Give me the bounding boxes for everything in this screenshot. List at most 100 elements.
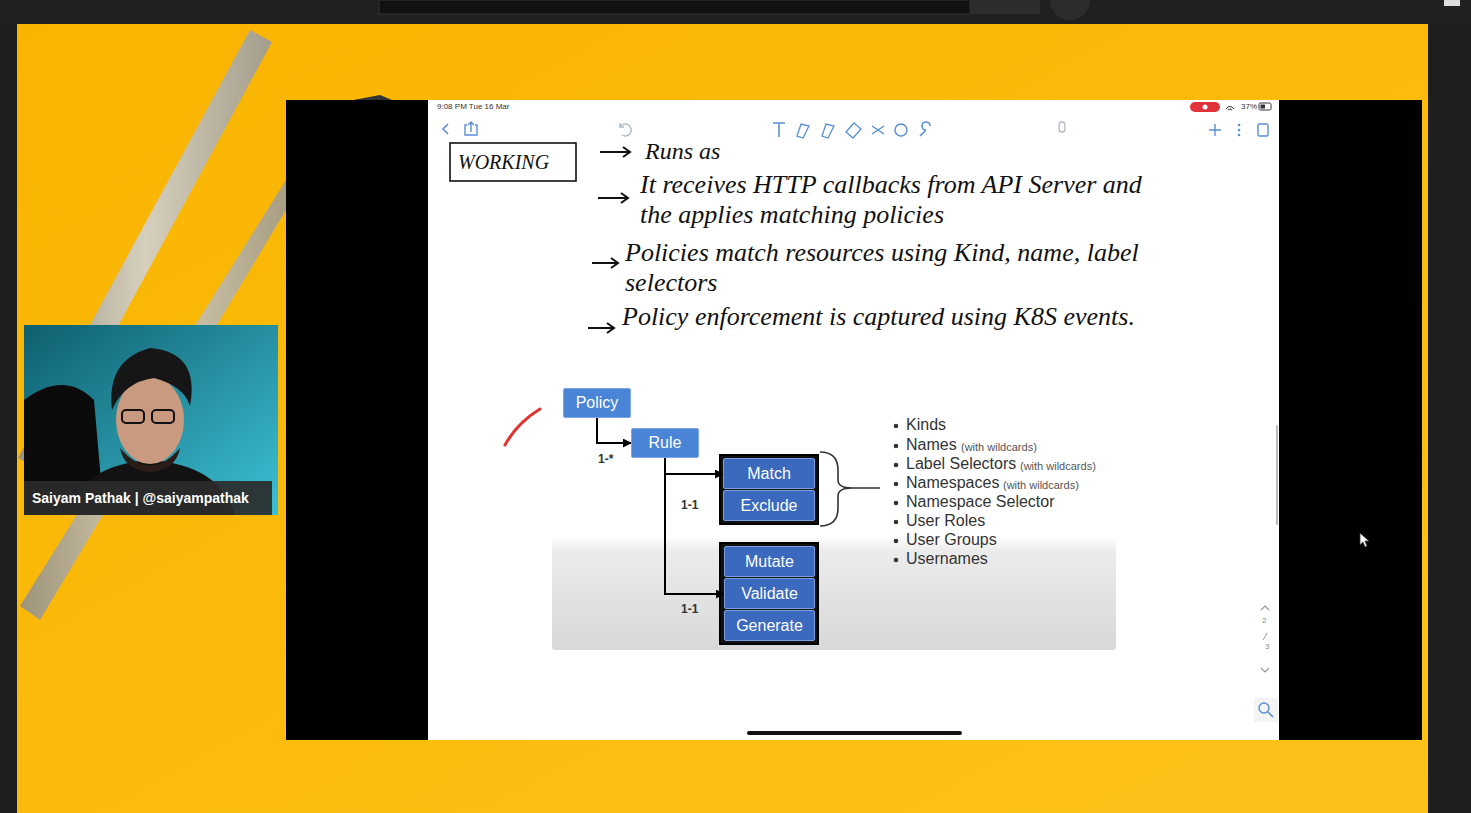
add-icon xyxy=(1209,124,1221,136)
wifi-icon xyxy=(1226,107,1234,111)
box-label: Mutate xyxy=(745,553,794,571)
search-box xyxy=(379,0,970,14)
status-time: 9:08 PM Tue 16 Mar xyxy=(437,102,509,112)
laser-icon xyxy=(920,122,930,136)
record-dot xyxy=(1203,105,1208,110)
text-tool-icon xyxy=(773,123,785,137)
list-note: (with wildcards) xyxy=(1020,456,1096,476)
undo-icon xyxy=(620,123,631,136)
webcam-frame xyxy=(24,325,278,515)
page-count: 3 xyxy=(1265,642,1269,652)
diagram-panel xyxy=(552,380,1116,650)
search-button xyxy=(970,0,1040,14)
note-line: Policy enforcement is captured using K8S… xyxy=(622,302,1135,332)
section-heading: WORKING xyxy=(458,149,549,175)
yellow-backdrop xyxy=(17,24,1428,813)
policy-box: Policy xyxy=(563,388,631,418)
hand-arrow xyxy=(600,147,630,157)
hand-arrow xyxy=(598,193,628,203)
list-note: (with wildcards) xyxy=(961,437,1037,457)
slide-frame xyxy=(286,100,1422,740)
battery-icon xyxy=(1259,103,1271,110)
glasses xyxy=(152,410,174,423)
bullet xyxy=(894,520,899,525)
shape-icon xyxy=(895,124,907,136)
top-bar xyxy=(0,0,1471,24)
box-label: Exclude xyxy=(741,497,798,515)
note-line: It receives HTTP callbacks from API Serv… xyxy=(640,170,1150,230)
list-item: User Groups xyxy=(906,530,997,550)
highlighter-icon xyxy=(822,124,834,138)
eraser-icon xyxy=(846,123,861,138)
pencil xyxy=(20,180,286,620)
bullet xyxy=(894,501,899,506)
note-line: Runs as xyxy=(645,137,720,165)
brace xyxy=(820,452,880,526)
bullet xyxy=(894,444,899,449)
bullet xyxy=(894,558,899,563)
hand-arrow xyxy=(588,323,614,333)
list-item: Usernames xyxy=(906,549,988,569)
note-line: Policies match resources using Kind, nam… xyxy=(625,238,1165,298)
heading-box xyxy=(450,143,576,181)
connector-arrow xyxy=(665,458,723,474)
bullet xyxy=(894,424,899,429)
page-down-icon xyxy=(1261,668,1269,672)
zoom-button xyxy=(1254,698,1278,722)
hair xyxy=(111,348,191,410)
box-label: Rule xyxy=(649,434,682,452)
list-note: (with wildcards) xyxy=(1003,475,1079,495)
match-group-frame xyxy=(720,455,818,524)
connector-arrow xyxy=(665,458,724,594)
box-label: Generate xyxy=(736,617,803,635)
lasso-icon xyxy=(872,126,884,134)
pen-stroke xyxy=(505,409,540,445)
zoom-icon xyxy=(1259,703,1269,713)
list-item: Names xyxy=(906,435,957,455)
window-icon xyxy=(1444,0,1460,6)
list-item: User Roles xyxy=(906,511,985,531)
multiplicity-label: 1-1 xyxy=(681,602,698,616)
multiplicity-label: 1-1 xyxy=(681,498,698,512)
zoom-handle xyxy=(1268,712,1273,717)
connector-arrow xyxy=(597,418,631,443)
mouse-cursor xyxy=(1360,533,1369,547)
list-item: Namespace Selector xyxy=(906,492,1055,512)
tablet-screen xyxy=(428,100,1279,740)
battery-percent: 37% xyxy=(1241,102,1257,112)
bullet xyxy=(894,482,899,487)
create-button xyxy=(1050,0,1090,20)
action-group-frame xyxy=(720,543,818,644)
record-indicator xyxy=(1190,102,1220,112)
list-item: Label Selectors xyxy=(906,454,1016,474)
home-indicator xyxy=(747,731,962,735)
multiplicity-label: 1-* xyxy=(598,452,613,466)
page-number: 2 xyxy=(1262,616,1266,626)
bullet xyxy=(894,539,899,544)
page-up-icon xyxy=(1261,606,1269,610)
battery-level xyxy=(1261,105,1266,109)
more-dot xyxy=(1238,124,1241,127)
validate-box: Validate xyxy=(724,578,815,609)
mic-icon xyxy=(1059,122,1065,132)
list-item: Kinds xyxy=(906,415,946,435)
mutate-box: Mutate xyxy=(724,546,815,577)
share-icon xyxy=(465,122,477,135)
hand-arrow xyxy=(592,258,618,268)
glasses xyxy=(122,410,144,423)
rule-box: Rule xyxy=(631,428,699,458)
box-label: Validate xyxy=(741,585,798,603)
list-item: Namespaces xyxy=(906,473,999,493)
bullet xyxy=(894,463,899,468)
back-icon xyxy=(443,124,448,134)
pen-tool-icon xyxy=(797,124,809,138)
match-box: Match xyxy=(723,458,815,489)
scrollbar xyxy=(1276,425,1278,525)
name-tag-text: Saiyam Pathak | @saiyampathak xyxy=(32,488,249,508)
box-label: Match xyxy=(747,465,791,483)
beard xyxy=(120,448,180,472)
more-dot xyxy=(1238,129,1241,132)
